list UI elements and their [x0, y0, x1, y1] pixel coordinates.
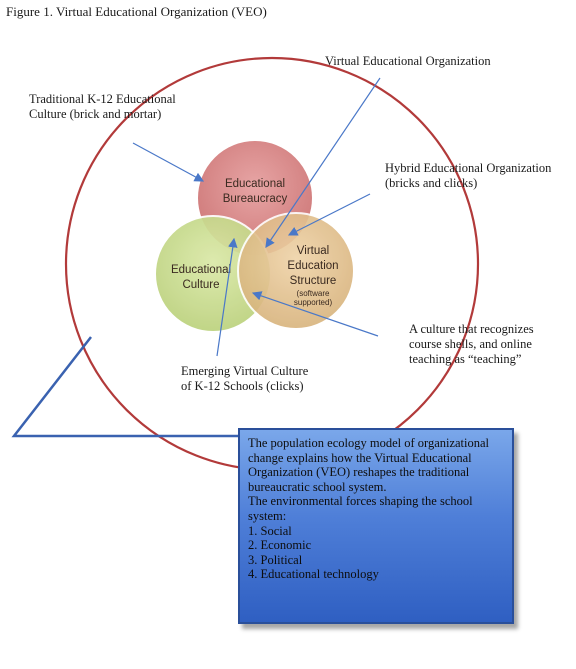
arrow-hybrid: [287, 193, 371, 236]
arrow-emerging: [216, 237, 238, 357]
label-culture-recognizes: A culture that recognizes course shells,…: [409, 322, 534, 366]
label-traditional: Traditional K-12 Educational Culture (br…: [29, 92, 176, 121]
force-item: 4. Educational technology: [248, 567, 379, 582]
callout-box: The population ecology model of organiza…: [238, 428, 514, 624]
forces-list: 1. Social 2. Economic 3. Political 4. Ed…: [248, 524, 504, 582]
arrow-culture-recognizes: [251, 291, 379, 337]
force-item: 1. Social: [248, 523, 292, 538]
label-virtual-org: Virtual Educational Organization: [325, 54, 491, 68]
force-item: 3. Political: [248, 552, 303, 567]
label-hybrid: Hybrid Educational Organization (bricks …: [385, 161, 552, 190]
figure-title: Figure 1. Virtual Educational Organizati…: [6, 4, 267, 19]
callout-forces-heading: The environmental forces shaping the sch…: [248, 494, 473, 523]
callout-intro: The population ecology model of organiza…: [248, 436, 490, 494]
label-emerging: Emerging Virtual Culture of K-12 Schools…: [181, 364, 309, 393]
callout-pointer: [11, 336, 238, 438]
arrow-traditional: [132, 142, 205, 182]
force-item: 2. Economic: [248, 538, 312, 553]
arrow-virtual-org: [265, 77, 381, 248]
